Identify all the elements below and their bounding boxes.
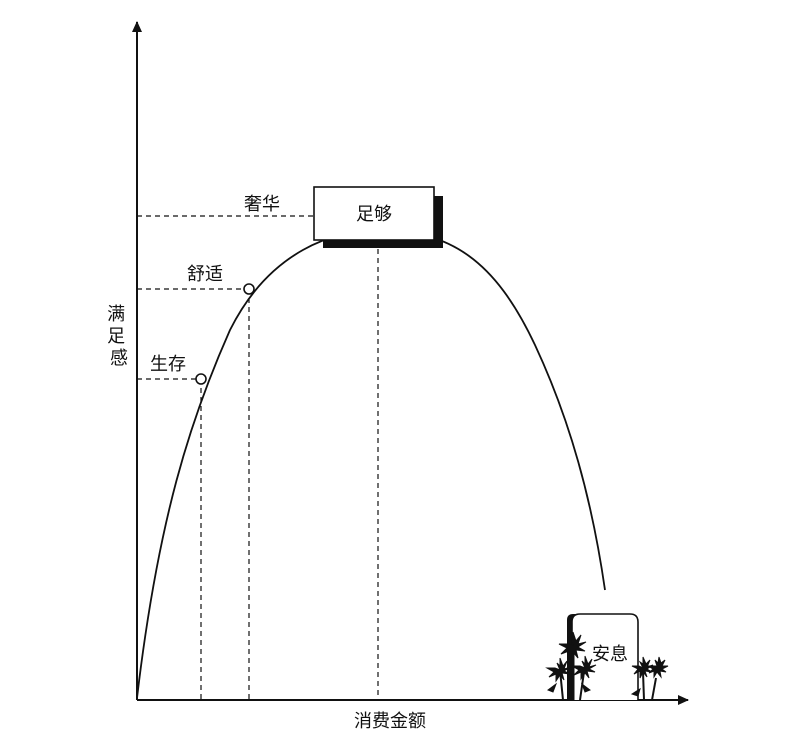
fulfillment-curve [136,229,606,699]
enough-box [313,186,435,241]
enough-label: 足够 [356,204,392,225]
tombstone-label: 安息 [592,644,628,665]
y-axis-label: 满 足 感 [107,304,131,369]
flower-cluster-right [630,656,669,701]
survival-point [195,373,207,385]
flower-cluster-left [545,631,597,701]
tombstone-outline [571,613,639,700]
luxury-label: 奢华 [244,194,280,215]
comfort-point [243,283,255,295]
comfort-label: 舒适 [187,264,223,285]
x-axis-label: 消费金额 [354,711,426,732]
guide-lines [137,215,379,700]
survival-label: 生存 [150,354,186,375]
